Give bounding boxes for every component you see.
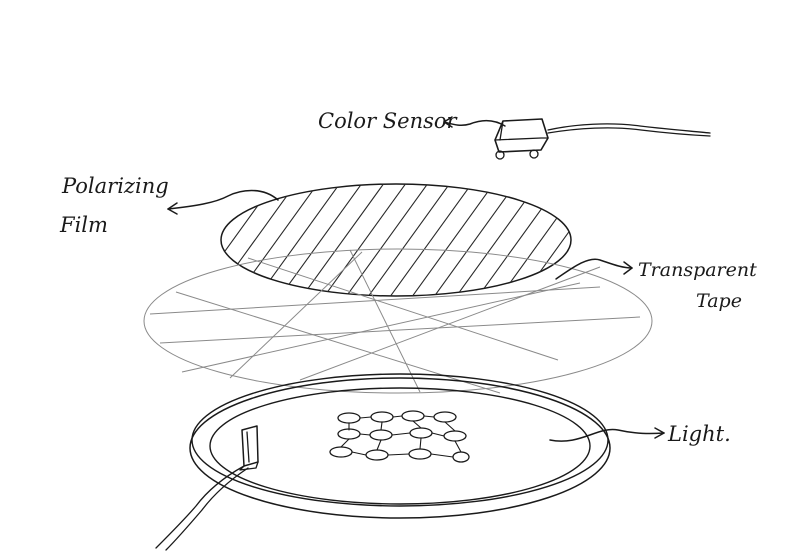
polarizing-film (167, 183, 572, 297)
transparent-tape-label-line1: Transparent (638, 259, 757, 281)
polarizing-film-label-line2: Film (59, 213, 108, 237)
transparent-tape (143, 248, 653, 394)
led-array (329, 410, 470, 463)
light-panel (155, 373, 665, 551)
transparent-tape-label-line2: Tape (696, 290, 742, 312)
polarizing-hatch (221, 184, 571, 296)
color-sensor-label: Color Sensor (318, 109, 459, 133)
power-box (239, 425, 259, 471)
color-sensor (443, 116, 711, 160)
light-label: Light. (667, 422, 731, 446)
polarizing-film-label-line1: Polarizing (61, 174, 169, 198)
